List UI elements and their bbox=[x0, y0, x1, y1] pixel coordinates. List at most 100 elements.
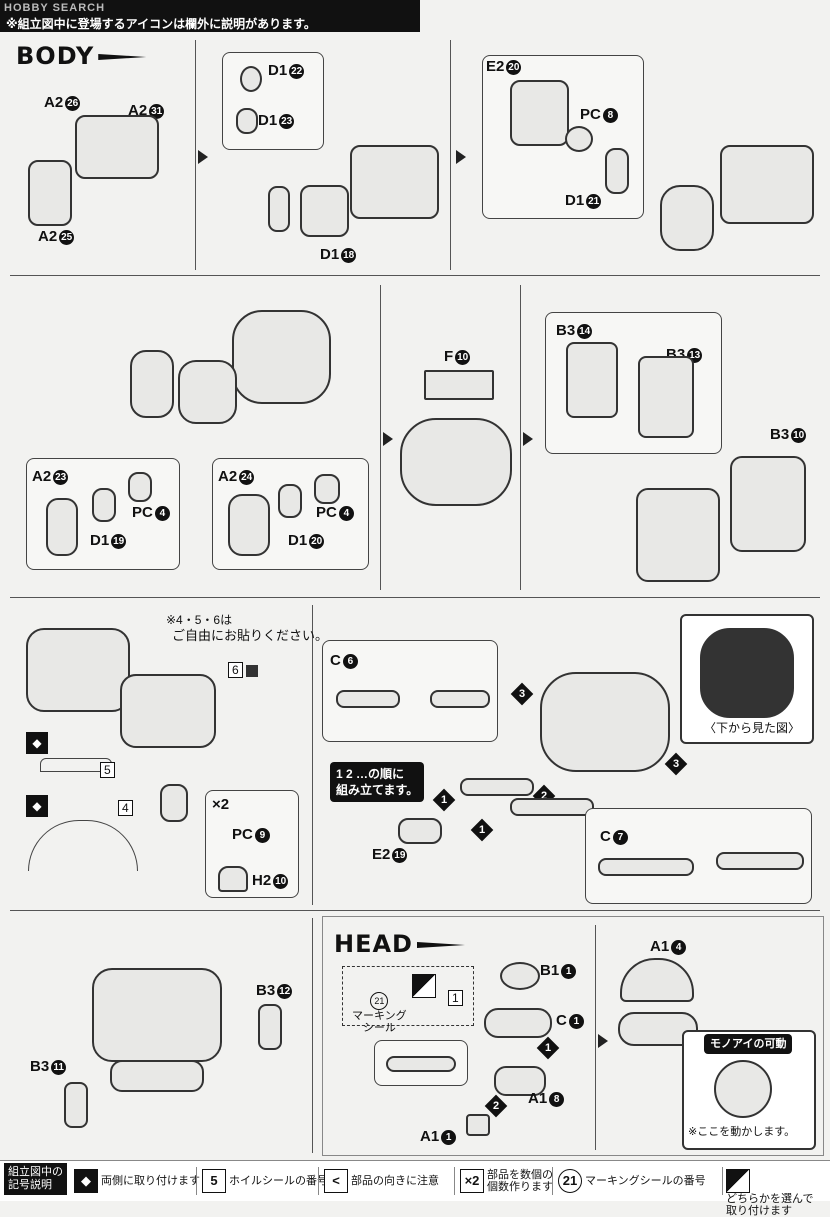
leg-half-part bbox=[638, 356, 694, 438]
leg-part bbox=[110, 1060, 204, 1092]
divider bbox=[450, 40, 451, 270]
mono-eye-label: モノアイの可動 bbox=[704, 1034, 793, 1054]
divider bbox=[520, 285, 521, 590]
step-arrow-icon bbox=[456, 150, 466, 164]
watermark: HOBBY SEARCH bbox=[4, 2, 106, 14]
seal-4: 4 bbox=[118, 800, 133, 816]
mono-eye-rail-part bbox=[714, 1060, 772, 1118]
body-frame-part bbox=[350, 145, 439, 219]
legend-both-sides: ◆両側に取り付けます bbox=[74, 1169, 200, 1194]
step-arrow-icon bbox=[198, 150, 208, 164]
arm-part bbox=[64, 1082, 88, 1128]
seal-free-note: ご自由にお貼りください。 bbox=[172, 628, 329, 643]
ball-joint-part bbox=[240, 66, 262, 92]
sticker-choice-box bbox=[342, 966, 474, 1026]
choose-one-icon bbox=[726, 1169, 750, 1193]
armor-plate-part bbox=[130, 350, 174, 418]
step-arrow-icon bbox=[598, 1034, 608, 1048]
both-sides-icon: ◆ bbox=[26, 795, 48, 817]
armor-plate-part bbox=[178, 360, 237, 424]
connector-part bbox=[398, 818, 442, 844]
cable-part bbox=[460, 778, 534, 796]
both-sides-icon: ◆ bbox=[26, 732, 48, 754]
step-1-marker: 1 bbox=[432, 788, 456, 812]
move-here-note: ※ここを動かします。 bbox=[688, 1126, 796, 1138]
seal-shape bbox=[28, 820, 138, 871]
cable-part bbox=[716, 852, 804, 870]
hatch-part bbox=[424, 370, 494, 400]
head-cable-part bbox=[484, 1008, 552, 1038]
head-section-title: HEAD bbox=[334, 930, 465, 958]
order-callout: 1 2 …の順に 組み立てます。 bbox=[330, 762, 425, 802]
assembled-body-part bbox=[92, 968, 222, 1062]
view-from-below-label: 〈下から見た図〉 bbox=[704, 721, 801, 735]
step-3-marker: 3 bbox=[664, 752, 688, 776]
seal-swatch-icon bbox=[246, 664, 259, 677]
cable-part bbox=[336, 690, 400, 708]
side-panel-part bbox=[28, 160, 72, 226]
body-section-title: BODY bbox=[16, 42, 147, 70]
divider bbox=[380, 285, 381, 590]
divider bbox=[312, 605, 313, 905]
step-arrow-icon bbox=[383, 432, 393, 446]
poly-cap-part bbox=[565, 126, 593, 152]
divider bbox=[10, 910, 820, 911]
seal-5: 5 bbox=[100, 762, 115, 778]
ball-joint-part bbox=[605, 148, 629, 194]
bracket-part bbox=[510, 80, 569, 146]
joint-part bbox=[92, 488, 116, 522]
torso-part bbox=[232, 310, 331, 404]
joint-socket-part bbox=[236, 108, 258, 134]
head-panel bbox=[322, 916, 824, 1156]
claw-part bbox=[218, 866, 248, 892]
torso-part bbox=[540, 672, 670, 772]
both-sides-icon: ◆ bbox=[74, 1169, 98, 1194]
divider bbox=[10, 275, 820, 276]
hip-part bbox=[660, 185, 714, 251]
leg-assembly-part bbox=[636, 488, 720, 582]
step-3-marker: 3 bbox=[510, 682, 534, 706]
cable-part bbox=[510, 798, 594, 816]
armor-plate-part bbox=[46, 498, 78, 556]
divider bbox=[595, 925, 596, 1150]
divider bbox=[10, 597, 820, 598]
poly-cap-part bbox=[314, 474, 340, 504]
body-frame-part bbox=[730, 456, 806, 552]
step-1-marker: 1 bbox=[470, 818, 494, 842]
ball-joint-part bbox=[268, 186, 290, 232]
poly-cap-part bbox=[128, 472, 152, 502]
legend-direction: <部品の向きに注意 bbox=[324, 1169, 439, 1194]
foot-part bbox=[160, 784, 188, 822]
seal-1: 1 bbox=[448, 990, 463, 1006]
waist-part bbox=[120, 674, 216, 748]
torso-underside-part bbox=[700, 628, 794, 718]
torso-part bbox=[400, 418, 512, 506]
seal-6: 6 bbox=[228, 662, 259, 678]
cable-part bbox=[386, 1056, 456, 1072]
